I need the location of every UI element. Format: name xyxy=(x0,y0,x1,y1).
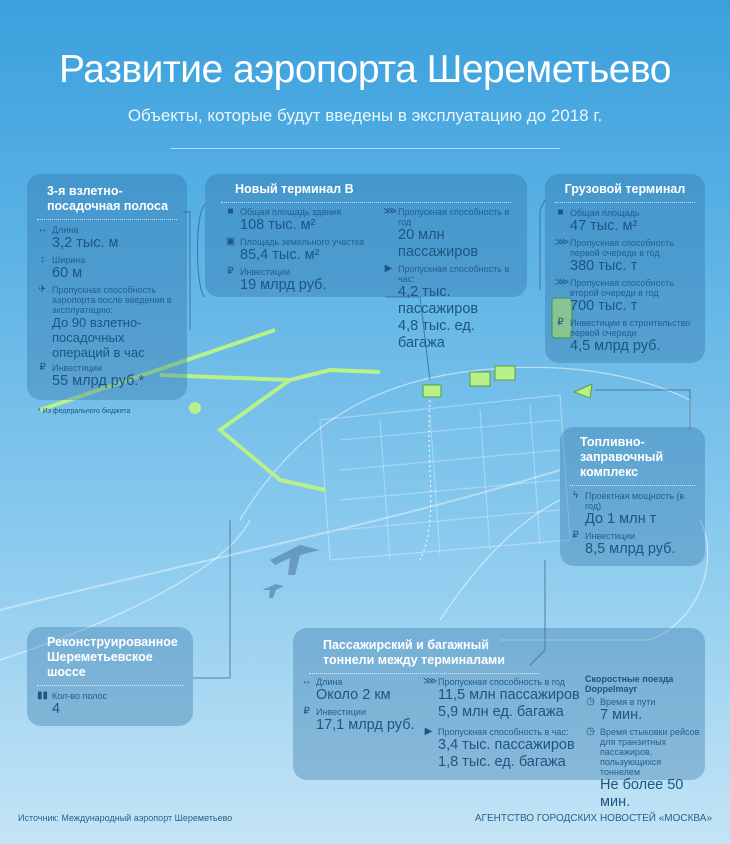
fuel-invest: 8,5 млрд руб. xyxy=(585,541,676,557)
square-icon: ■ xyxy=(557,207,564,218)
title-divider xyxy=(170,148,560,149)
tunnels-year-bag: 5,9 млн ед. багажа xyxy=(438,704,564,720)
terminal-b-land: 85,4 тыс. м² xyxy=(240,247,320,263)
trains-transfer: Не более 50 мин. xyxy=(600,777,684,810)
tunnels-year-pax: 11,5 млн пассажиров xyxy=(438,687,580,703)
length-arrows-icon: ↔ xyxy=(301,676,312,687)
terminal-b-invest-label: Инвестиции xyxy=(240,267,290,277)
tunnels-length: Около 2 км xyxy=(316,687,391,703)
clock-arrow-icon: ◷ xyxy=(586,726,595,737)
cargo-panel: Грузовой терминал ■ Общая площадь 47 тыс.… xyxy=(545,174,705,363)
arrow-icon: ▶ xyxy=(384,263,393,274)
page-title: Развитие аэропорта Шереметьево xyxy=(59,48,671,91)
runway-invest: 55 млрд руб.* xyxy=(52,373,145,389)
road-lanes: 4 xyxy=(52,701,61,717)
runway-capacity: До 90 взлетно-посадочных операций в час xyxy=(52,315,145,360)
road-panel: Реконструированное Шереметьевское шоссе … xyxy=(27,627,193,726)
cargo-title: Грузовой терминал xyxy=(555,182,695,203)
fuel-title: Топливно-заправочный комплекс xyxy=(570,435,695,486)
map-outline xyxy=(0,366,709,661)
cargo-second: 700 тыс. т xyxy=(570,298,638,314)
triple-arrow-icon: ⋙ xyxy=(555,237,570,248)
cargo-invest: 4,5 млрд руб. xyxy=(570,338,661,354)
tunnels-invest: 17,1 млрд руб. xyxy=(316,717,415,733)
cargo-first: 380 тыс. т xyxy=(570,258,638,274)
triple-arrow-icon: ⋙ xyxy=(423,676,438,687)
runway-width-label: Ширина xyxy=(52,255,86,265)
source-note: Источник: Международный аэропорт Шеремет… xyxy=(18,813,233,823)
trains-transfer-label: Время стыковки рейсов для транзитных пас… xyxy=(600,727,700,777)
cargo-second-label: Пропускная способность второй очереди в … xyxy=(570,278,674,298)
tunnels-hour-label: Пропускная способность в час: xyxy=(438,727,569,737)
terminal-b-title: Новый терминал В xyxy=(221,182,511,203)
terminal-b-hour-pax: 4,2 тыс. пассажиров xyxy=(398,284,479,317)
terminal-b-hour-bag: 4,8 тыс. ед. багажа xyxy=(398,318,475,351)
tunnels-invest-label: Инвестиции xyxy=(316,707,366,717)
trains-time: 7 мин. xyxy=(600,707,643,723)
contrail xyxy=(0,469,561,611)
terminal-b-year-label: Пропускная способность в год xyxy=(398,207,510,227)
road-title: Реконструированное Шереметьевское шоссе xyxy=(37,635,183,686)
cargo-first-label: Пропускная способность первой очереди в … xyxy=(570,238,674,258)
runway-capacity-label: Пропускная способность аэропорта после в… xyxy=(52,285,172,315)
ruble-icon: ₽ xyxy=(557,317,564,328)
runway-length-label: Длина xyxy=(52,225,79,235)
land-plot-icon: ▣ xyxy=(225,236,236,247)
length-arrows-icon: ↔ xyxy=(37,224,48,235)
fuel-power-label: Проектная мощность (в год) xyxy=(585,491,685,511)
triple-arrow-icon: ⋙ xyxy=(383,206,398,217)
cargo-area: 47 тыс. м² xyxy=(570,218,638,234)
arrow-icon: ▶ xyxy=(424,726,433,737)
airplane-icon: ✈ xyxy=(38,284,47,295)
terminal-b-area-label: Общая площадь здания xyxy=(240,207,342,217)
road-lanes-label: Кол-во полос xyxy=(52,691,108,701)
terminal-b-land-label: Площадь земельного участка xyxy=(240,237,365,247)
ruble-icon: ₽ xyxy=(227,266,234,277)
cargo-invest-label: Инвестиции в строительство первой очеред… xyxy=(570,318,691,338)
tunnels-panel: Пассажирский и багажный тоннели между те… xyxy=(293,628,705,810)
ruble-icon: ₽ xyxy=(303,706,310,717)
agency-credit: АГЕНТСТВО ГОРОДСКИХ НОВОСТЕЙ «МОСКВА» xyxy=(474,813,712,824)
runway-title: 3-я взлетно-посадочная полоса xyxy=(37,184,177,220)
tunnels-year-label: Пропускная способность в год xyxy=(438,677,565,687)
page-subtitle: Объекты, которые будут введены в эксплуа… xyxy=(127,106,603,125)
runway-length: 3,2 тыс. м xyxy=(52,235,119,251)
tunnels-hour-bag: 1,8 тыс. ед. багажа xyxy=(438,754,566,770)
connector-lines xyxy=(183,199,691,679)
lanes-icon: ▮▮ xyxy=(37,690,49,701)
terminal-b-panel: Новый терминал В ■ Общая площадь здания 1… xyxy=(205,174,527,351)
tunnel-line xyxy=(419,399,432,561)
triple-arrow-icon: ⋙ xyxy=(555,277,570,288)
terminal-b-area: 108 тыс. м² xyxy=(240,217,316,233)
terminal-b-year: 20 млн пассажиров xyxy=(398,227,479,260)
airplanes xyxy=(262,545,320,598)
ruble-icon: ₽ xyxy=(572,530,579,541)
new-objects xyxy=(422,297,593,399)
trains-time-label: Время в пути xyxy=(600,697,656,707)
tunnels-hour-pax: 3,4 тыс. пассажиров xyxy=(438,737,575,753)
trains-title: Скоростные поезда Doppelmayr xyxy=(585,674,674,694)
fuel-invest-label: Инвестиции xyxy=(585,531,635,541)
lightning-icon: ϟ xyxy=(572,490,579,501)
third-runway xyxy=(39,328,381,492)
square-icon: ■ xyxy=(227,206,234,217)
cargo-area-label: Общая площадь xyxy=(570,208,640,218)
width-arrows-icon: ↕ xyxy=(40,254,45,265)
runway-footnote: * Из федерального бюджета xyxy=(38,408,131,415)
terminal-b-invest: 19 млрд руб. xyxy=(240,277,327,293)
fuel-panel: Топливно-заправочный комплекс ϟ Проектная… xyxy=(560,427,705,566)
ruble-icon: ₽ xyxy=(39,362,46,373)
runway-panel: 3-я взлетно-посадочная полоса ↔ Длина 3,2… xyxy=(27,174,187,400)
runway-invest-label: Инвестиции xyxy=(52,363,102,373)
tunnels-title: Пассажирский и багажный тоннели между те… xyxy=(309,638,539,674)
terminal-b-hour-label: Пропускная способность в час: xyxy=(398,264,510,284)
runway-block: 3-я взлетно-посадочная полоса ↔ Длина 3,2… xyxy=(27,174,187,415)
clock-icon: ◷ xyxy=(586,696,595,707)
runway-width: 60 м xyxy=(52,265,83,281)
fuel-power: До 1 млн т xyxy=(585,511,657,527)
tunnels-length-label: Длина xyxy=(316,677,343,687)
